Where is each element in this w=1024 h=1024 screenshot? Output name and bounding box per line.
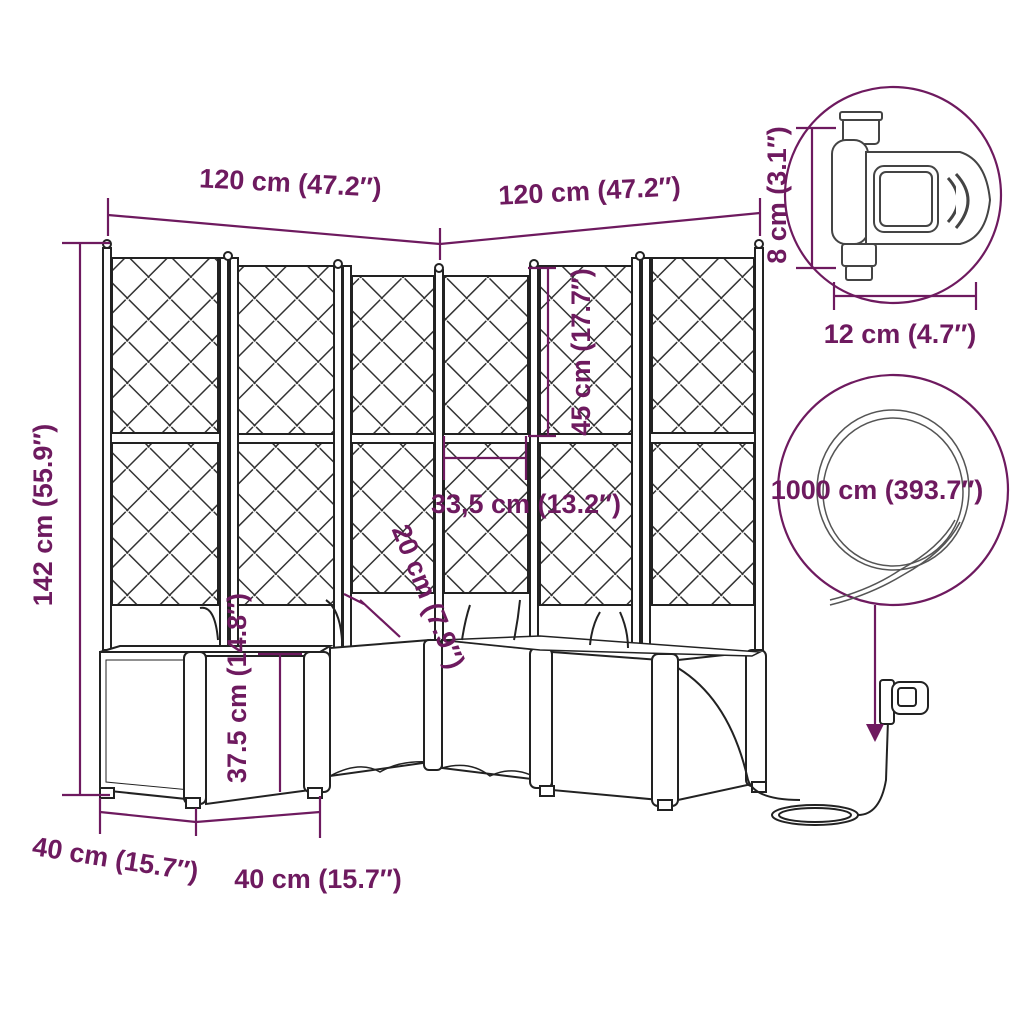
dim-right-width: 120 cm (47.2″) bbox=[498, 171, 682, 211]
water-timer-icon bbox=[831, 111, 992, 281]
dim-width-front: 40 cm (15.7″) bbox=[234, 864, 402, 894]
dim-depth-left: 40 cm (15.7″) bbox=[30, 831, 200, 887]
planter-boxes bbox=[99, 635, 767, 811]
garden-hose-icon bbox=[816, 409, 970, 606]
dim-hose-length: 1000 cm (393.7″) bbox=[771, 475, 984, 505]
dim-panel-height: 45 cm (17.7″) bbox=[566, 268, 596, 436]
dim-total-height: 142 cm (55.9″) bbox=[28, 424, 58, 607]
trellis-panel bbox=[111, 257, 219, 606]
trellis-panel bbox=[651, 257, 755, 606]
garden-hose-icon bbox=[677, 667, 889, 826]
dim-left-width: 120 cm (47.2″) bbox=[199, 163, 383, 203]
dim-timer-height: 8 cm (3.1″) bbox=[762, 126, 792, 264]
dim-panel-width: 33,5 cm (13.2″) bbox=[431, 489, 621, 519]
timer-detail bbox=[783, 85, 1003, 305]
dim-box-inner-height: 37.5 cm (14.8″) bbox=[222, 593, 252, 783]
dimension-lines bbox=[62, 126, 978, 838]
trellis-panel bbox=[443, 275, 529, 594]
trellis bbox=[102, 239, 764, 651]
trellis-panel bbox=[237, 265, 335, 606]
hose-detail bbox=[776, 373, 1010, 742]
irrigation-drippers bbox=[199, 599, 629, 649]
trellis-panel bbox=[539, 265, 633, 606]
water-timer-icon bbox=[879, 679, 929, 725]
trellis-panel bbox=[351, 275, 435, 594]
dim-timer-width: 12 cm (4.7″) bbox=[824, 319, 977, 349]
